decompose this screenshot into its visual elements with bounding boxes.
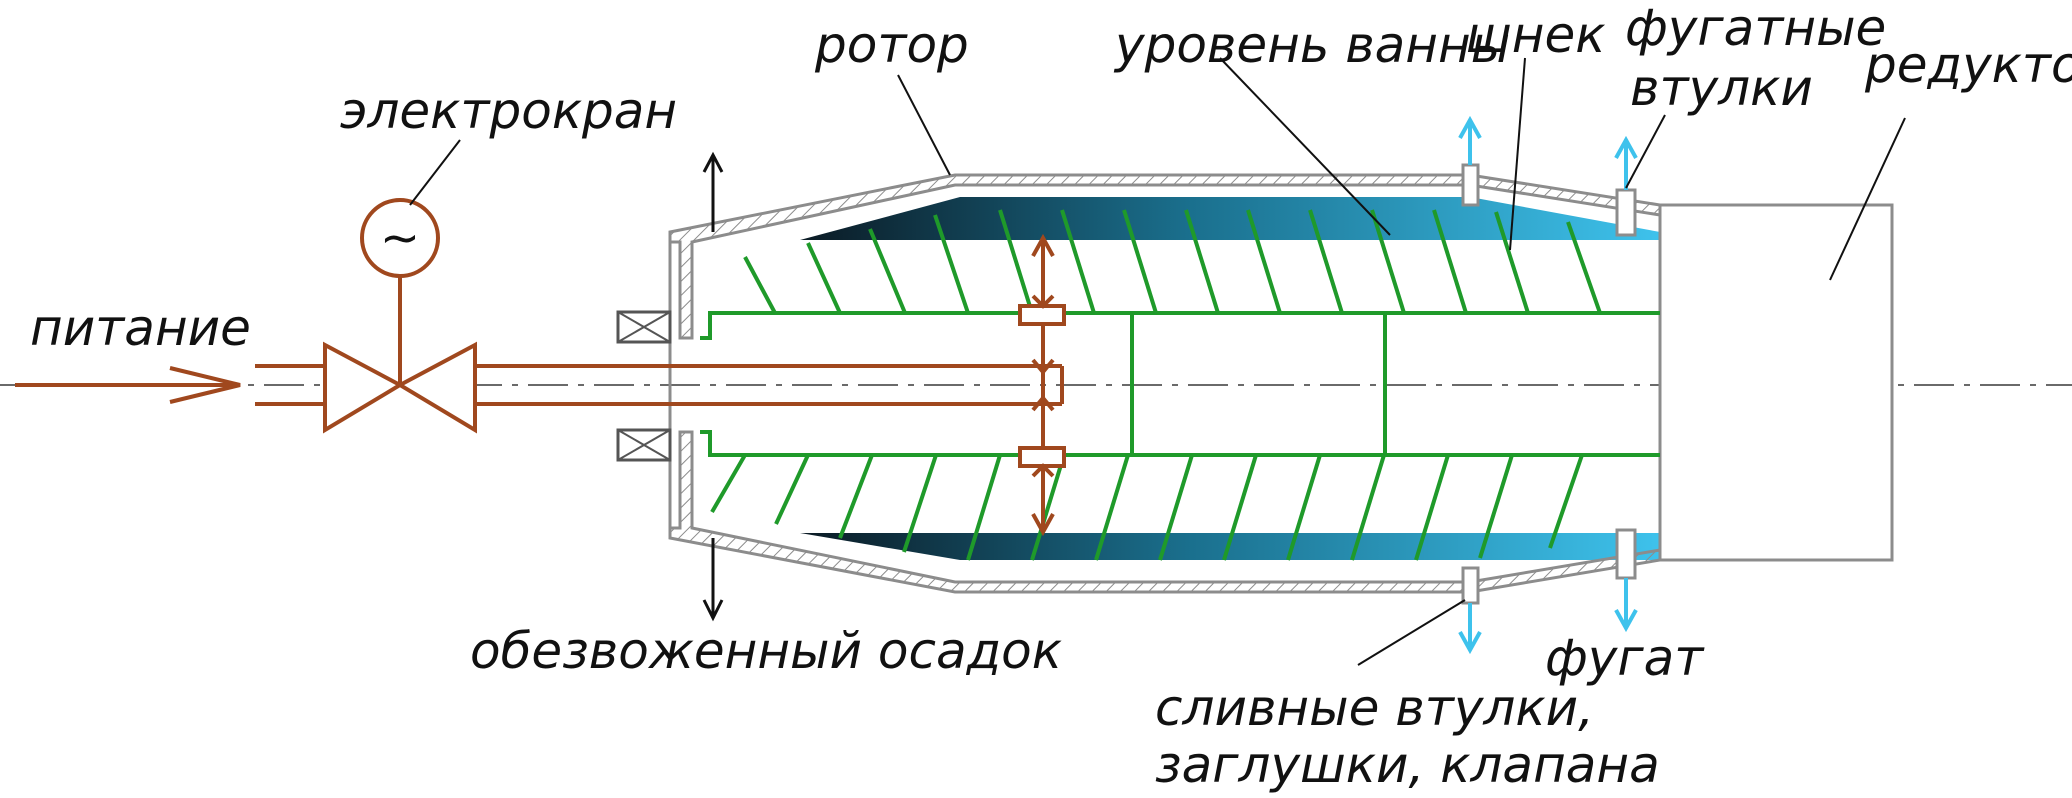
label-centrate: фугат bbox=[1545, 629, 1705, 687]
feed-pipe bbox=[255, 233, 1066, 537]
label-drain-1: сливные втулки, bbox=[1155, 679, 1594, 737]
bearing-top bbox=[616, 310, 672, 344]
label-centrate-bushings-1: фугатные bbox=[1625, 0, 1886, 57]
gearbox-box bbox=[1658, 203, 1894, 562]
label-electro-valve: электрокран bbox=[340, 82, 677, 140]
label-drain-2: заглушки, клапана bbox=[1155, 736, 1660, 794]
label-gearbox: редуктор bbox=[1864, 36, 2072, 94]
feed-arrow bbox=[15, 366, 241, 404]
label-screw: шнек bbox=[1466, 6, 1605, 64]
centrate-arrows bbox=[1458, 115, 1638, 655]
drain-bushings bbox=[1461, 163, 1637, 605]
liquid-pool-top bbox=[800, 197, 1660, 240]
label-centrate-bushings-2: втулки bbox=[1630, 59, 1813, 117]
label-rotor: ротор bbox=[814, 16, 969, 74]
sludge-outlet-arrows bbox=[702, 151, 724, 622]
electro-valve bbox=[323, 198, 477, 434]
valve-motor-icon bbox=[360, 198, 440, 278]
label-feed: питание bbox=[30, 299, 251, 357]
bearing-bottom bbox=[616, 428, 672, 462]
leader-lines bbox=[409, 57, 1906, 666]
screw-auger bbox=[700, 209, 1660, 561]
valve-motor-symbol: ~ bbox=[380, 210, 420, 266]
label-dewatered-sludge: обезвоженный осадок bbox=[470, 622, 1062, 680]
label-bath-level: уровень ванны bbox=[1113, 16, 1510, 74]
